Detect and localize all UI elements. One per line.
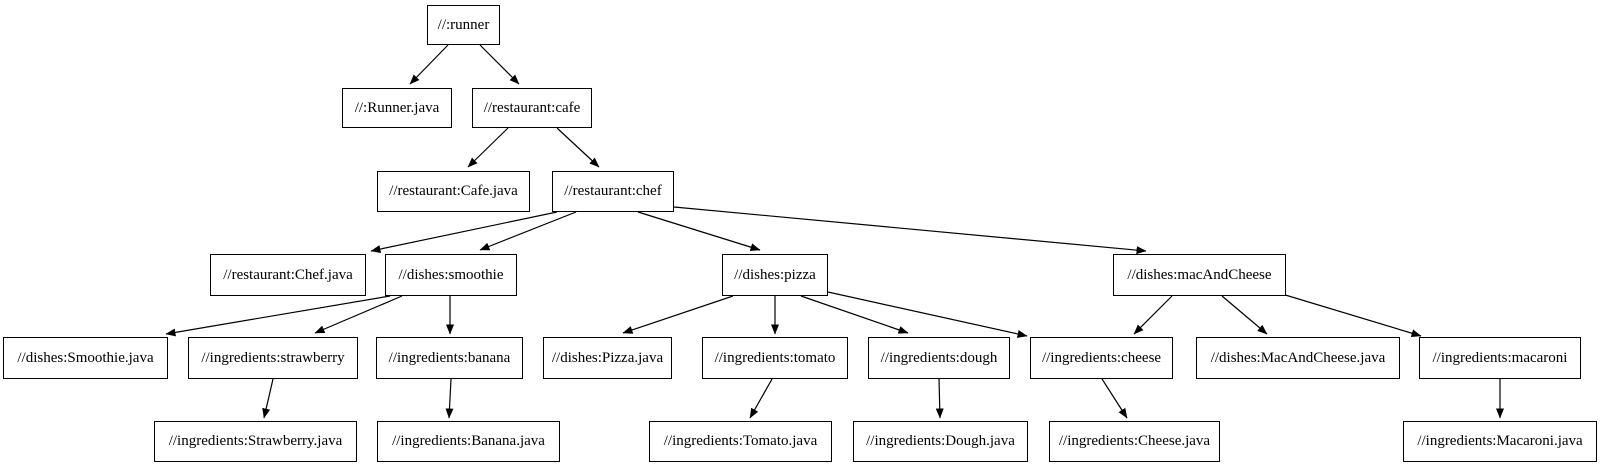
graph-edge-runner-runner_java — [409, 44, 449, 85]
graph-node-label: //restaurant:Chef.java — [223, 266, 353, 283]
graph-edge-cheese-cheese_java — [1101, 378, 1128, 419]
graph-node-label: //ingredients:Banana.java — [392, 433, 545, 449]
graph-node-label: //restaurant:Cafe.java — [389, 183, 518, 199]
graph-edge-smoothie-smoothie_java — [165, 295, 391, 337]
graph-node-label: //ingredients:banana — [388, 349, 511, 366]
graph-node-label: //dishes:pizza — [734, 266, 816, 283]
graph-edge-mac_and_cheese-macaroni — [1281, 293, 1422, 338]
graph-node-dough_java: //ingredients:Dough.java — [853, 421, 1028, 462]
graph-node-label: //ingredients:macaroni — [1432, 349, 1568, 366]
graph-node-label: //dishes:macAndCheese — [1127, 266, 1272, 283]
graph-node-macaroni_java: //ingredients:Macaroni.java — [1403, 421, 1597, 462]
graph-edge-mac_and_cheese-cheese — [1133, 295, 1173, 335]
graph-node-strawberry_java: //ingredients:Strawberry.java — [154, 421, 357, 462]
graph-node-smoothie: //dishes:smoothie — [385, 254, 517, 296]
graph-node-label: //:Runner.java — [354, 99, 440, 116]
graph-node-pizza: //dishes:pizza — [722, 254, 828, 296]
graph-node-label: //ingredients:strawberry — [201, 349, 345, 366]
graph-node-label: //ingredients:dough — [880, 349, 998, 366]
graph-node-tomato: //ingredients:tomato — [702, 337, 848, 379]
graph-edge-pizza-dough — [800, 295, 909, 334]
graph-node-label: //restaurant:chef — [564, 183, 662, 199]
graph-edge-runner-cafe — [479, 44, 520, 85]
graph-edge-smoothie-strawberry — [314, 295, 403, 334]
graph-node-runner: //:runner — [427, 5, 500, 45]
graph-edge-cafe-cafe_java — [467, 127, 509, 168]
graph-edge-tomato-tomato_java — [749, 378, 773, 419]
graph-node-mac_and_cheese: //dishes:macAndCheese — [1113, 254, 1286, 296]
graph-node-cheese: //ingredients:cheese — [1030, 337, 1173, 379]
graph-node-pizza_java: //dishes:Pizza.java — [543, 337, 672, 379]
graph-edge-pizza-pizza_java — [622, 295, 734, 334]
graph-node-label: //:runner — [437, 16, 490, 33]
graph-node-cafe_java: //restaurant:Cafe.java — [377, 171, 530, 212]
graph-node-label: //ingredients:Strawberry.java — [168, 433, 343, 449]
graph-node-label: //dishes:Smoothie.java — [17, 349, 154, 366]
graph-node-label: //ingredients:tomato — [714, 349, 836, 366]
graph-node-label: //ingredients:cheese — [1041, 349, 1162, 366]
graph-edge-cafe-chef — [556, 127, 600, 168]
graph-node-label: //restaurant:cafe — [483, 99, 581, 116]
graph-node-macaroni: //ingredients:macaroni — [1419, 337, 1581, 379]
graph-edges — [165, 44, 1504, 419]
graph-node-banana_java: //ingredients:Banana.java — [377, 421, 560, 462]
graph-node-label: //ingredients:Dough.java — [866, 433, 1015, 449]
graph-node-label: //dishes:MacAndCheese.java — [1210, 349, 1386, 366]
graph-node-label: //ingredients:Tomato.java — [663, 433, 818, 449]
graph-node-label: //ingredients:Cheese.java — [1058, 433, 1211, 449]
graph-edge-strawberry-strawberry_java — [262, 378, 274, 419]
graph-node-chef_java: //restaurant:Chef.java — [210, 254, 366, 296]
graph-node-strawberry: //ingredients:strawberry — [188, 337, 358, 379]
graph-node-cheese_java: //ingredients:Cheese.java — [1049, 421, 1220, 462]
graph-node-dough: //ingredients:dough — [868, 337, 1010, 379]
graph-edge-mac_and_cheese-mac_and_cheese_java — [1221, 295, 1268, 335]
graph-node-smoothie_java: //dishes:Smoothie.java — [3, 337, 168, 379]
graph-node-chef: //restaurant:chef — [552, 171, 674, 212]
graph-node-mac_and_cheese_java: //dishes:MacAndCheese.java — [1196, 337, 1400, 379]
graph-node-runner_java: //:Runner.java — [342, 88, 452, 128]
graph-edge-pizza-cheese — [827, 291, 1028, 338]
graph-node-label: //ingredients:Macaroni.java — [1417, 433, 1583, 449]
graph-edge-banana-banana_java — [445, 378, 454, 419]
graph-edge-chef-smoothie — [479, 211, 577, 251]
graph-edge-chef-mac_and_cheese — [673, 206, 1147, 255]
graph-node-tomato_java: //ingredients:Tomato.java — [649, 421, 832, 462]
graph-node-cafe: //restaurant:cafe — [472, 88, 592, 128]
graph-node-label: //dishes:Pizza.java — [551, 349, 664, 366]
graph-node-label: //dishes:smoothie — [398, 266, 504, 283]
graph-edge-chef-pizza — [637, 211, 761, 251]
graph-edge-dough-dough_java — [935, 378, 944, 419]
graph-edge-chef-chef_java — [370, 211, 558, 253]
graph-node-banana: //ingredients:banana — [376, 337, 523, 379]
